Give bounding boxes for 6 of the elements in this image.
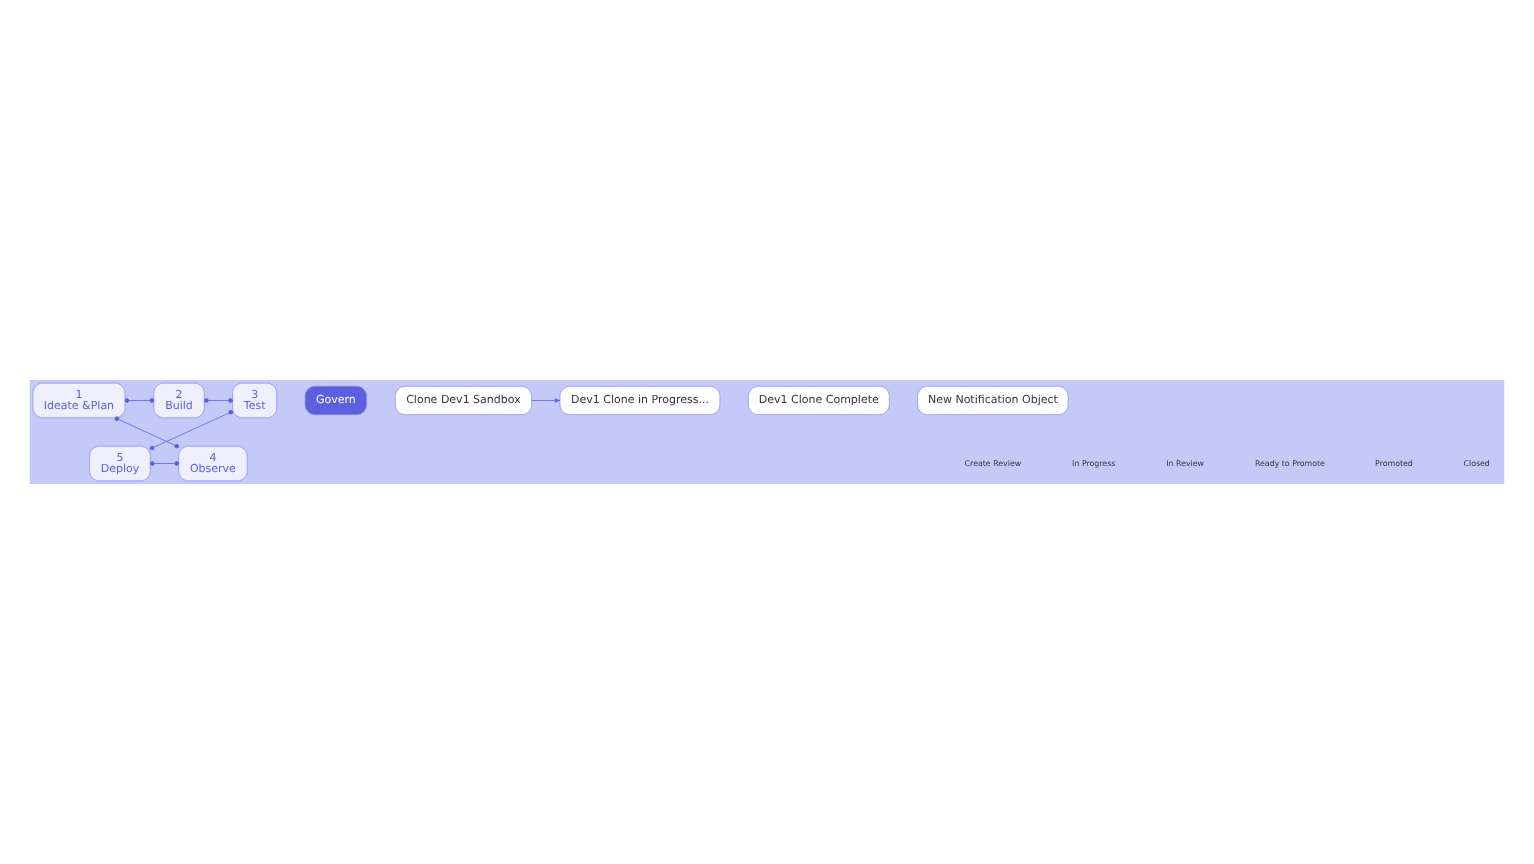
arrow — [531, 398, 561, 403]
connector — [204, 398, 233, 403]
connector — [114, 416, 180, 449]
connector — [150, 461, 179, 466]
connector — [149, 409, 233, 451]
connector — [124, 398, 155, 403]
